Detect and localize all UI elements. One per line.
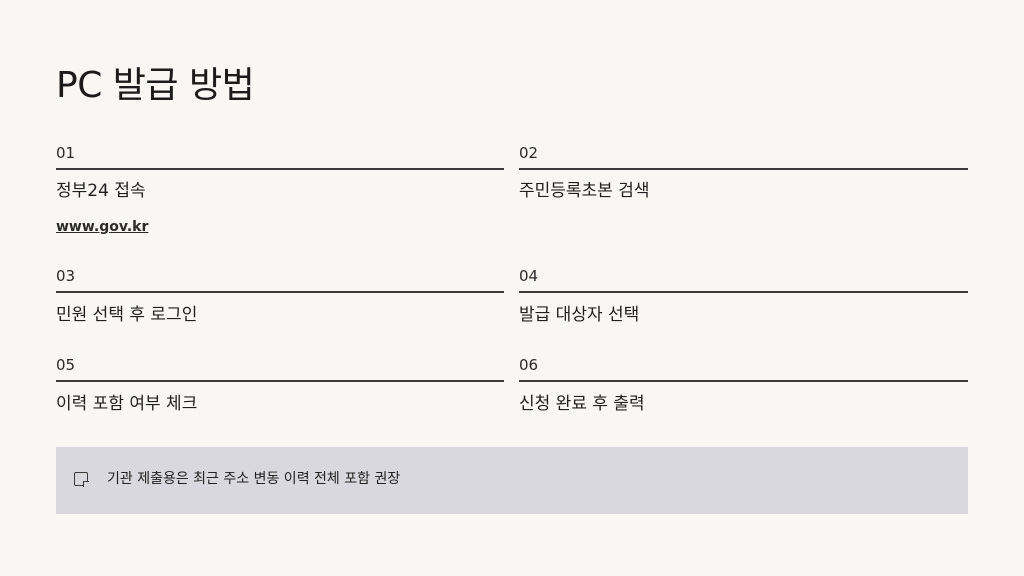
- page-title: PC 발급 방법: [56, 65, 255, 106]
- step-01: 01 정부24 접속 www.gov.kr: [56, 144, 504, 240]
- step-label: 신청 완료 후 출력: [519, 394, 645, 414]
- step-03: 03 민원 선택 후 로그인: [56, 267, 504, 327]
- step-divider: [519, 291, 968, 293]
- step-label: 주민등록초본 검색: [519, 181, 650, 201]
- step-number: 06: [519, 356, 539, 374]
- step-label: 정부24 접속: [56, 181, 146, 201]
- step-number: 02: [519, 144, 539, 162]
- note-icon: [74, 472, 89, 487]
- note-text: 기관 제출용은 최근 주소 변동 이력 전체 포함 권장: [107, 471, 401, 487]
- note-box: 기관 제출용은 최근 주소 변동 이력 전체 포함 권장: [56, 447, 968, 514]
- step-number: 04: [519, 267, 539, 285]
- step-number: 03: [56, 267, 76, 285]
- step-label: 이력 포함 여부 체크: [56, 394, 198, 414]
- step-divider: [56, 380, 504, 382]
- step-number: 01: [56, 144, 76, 162]
- step-divider: [56, 168, 504, 170]
- step-05: 05 이력 포함 여부 체크: [56, 356, 504, 416]
- step-02: 02 주민등록초본 검색: [519, 144, 968, 204]
- step-04: 04 발급 대상자 선택: [519, 267, 968, 327]
- step-divider: [519, 168, 968, 170]
- step-divider: [56, 291, 504, 293]
- step-divider: [519, 380, 968, 382]
- step-06: 06 신청 완료 후 출력: [519, 356, 968, 416]
- step-label: 민원 선택 후 로그인: [56, 305, 198, 325]
- step-number: 05: [56, 356, 76, 374]
- step-label: 발급 대상자 선택: [519, 305, 640, 325]
- gov24-link[interactable]: www.gov.kr: [56, 219, 149, 235]
